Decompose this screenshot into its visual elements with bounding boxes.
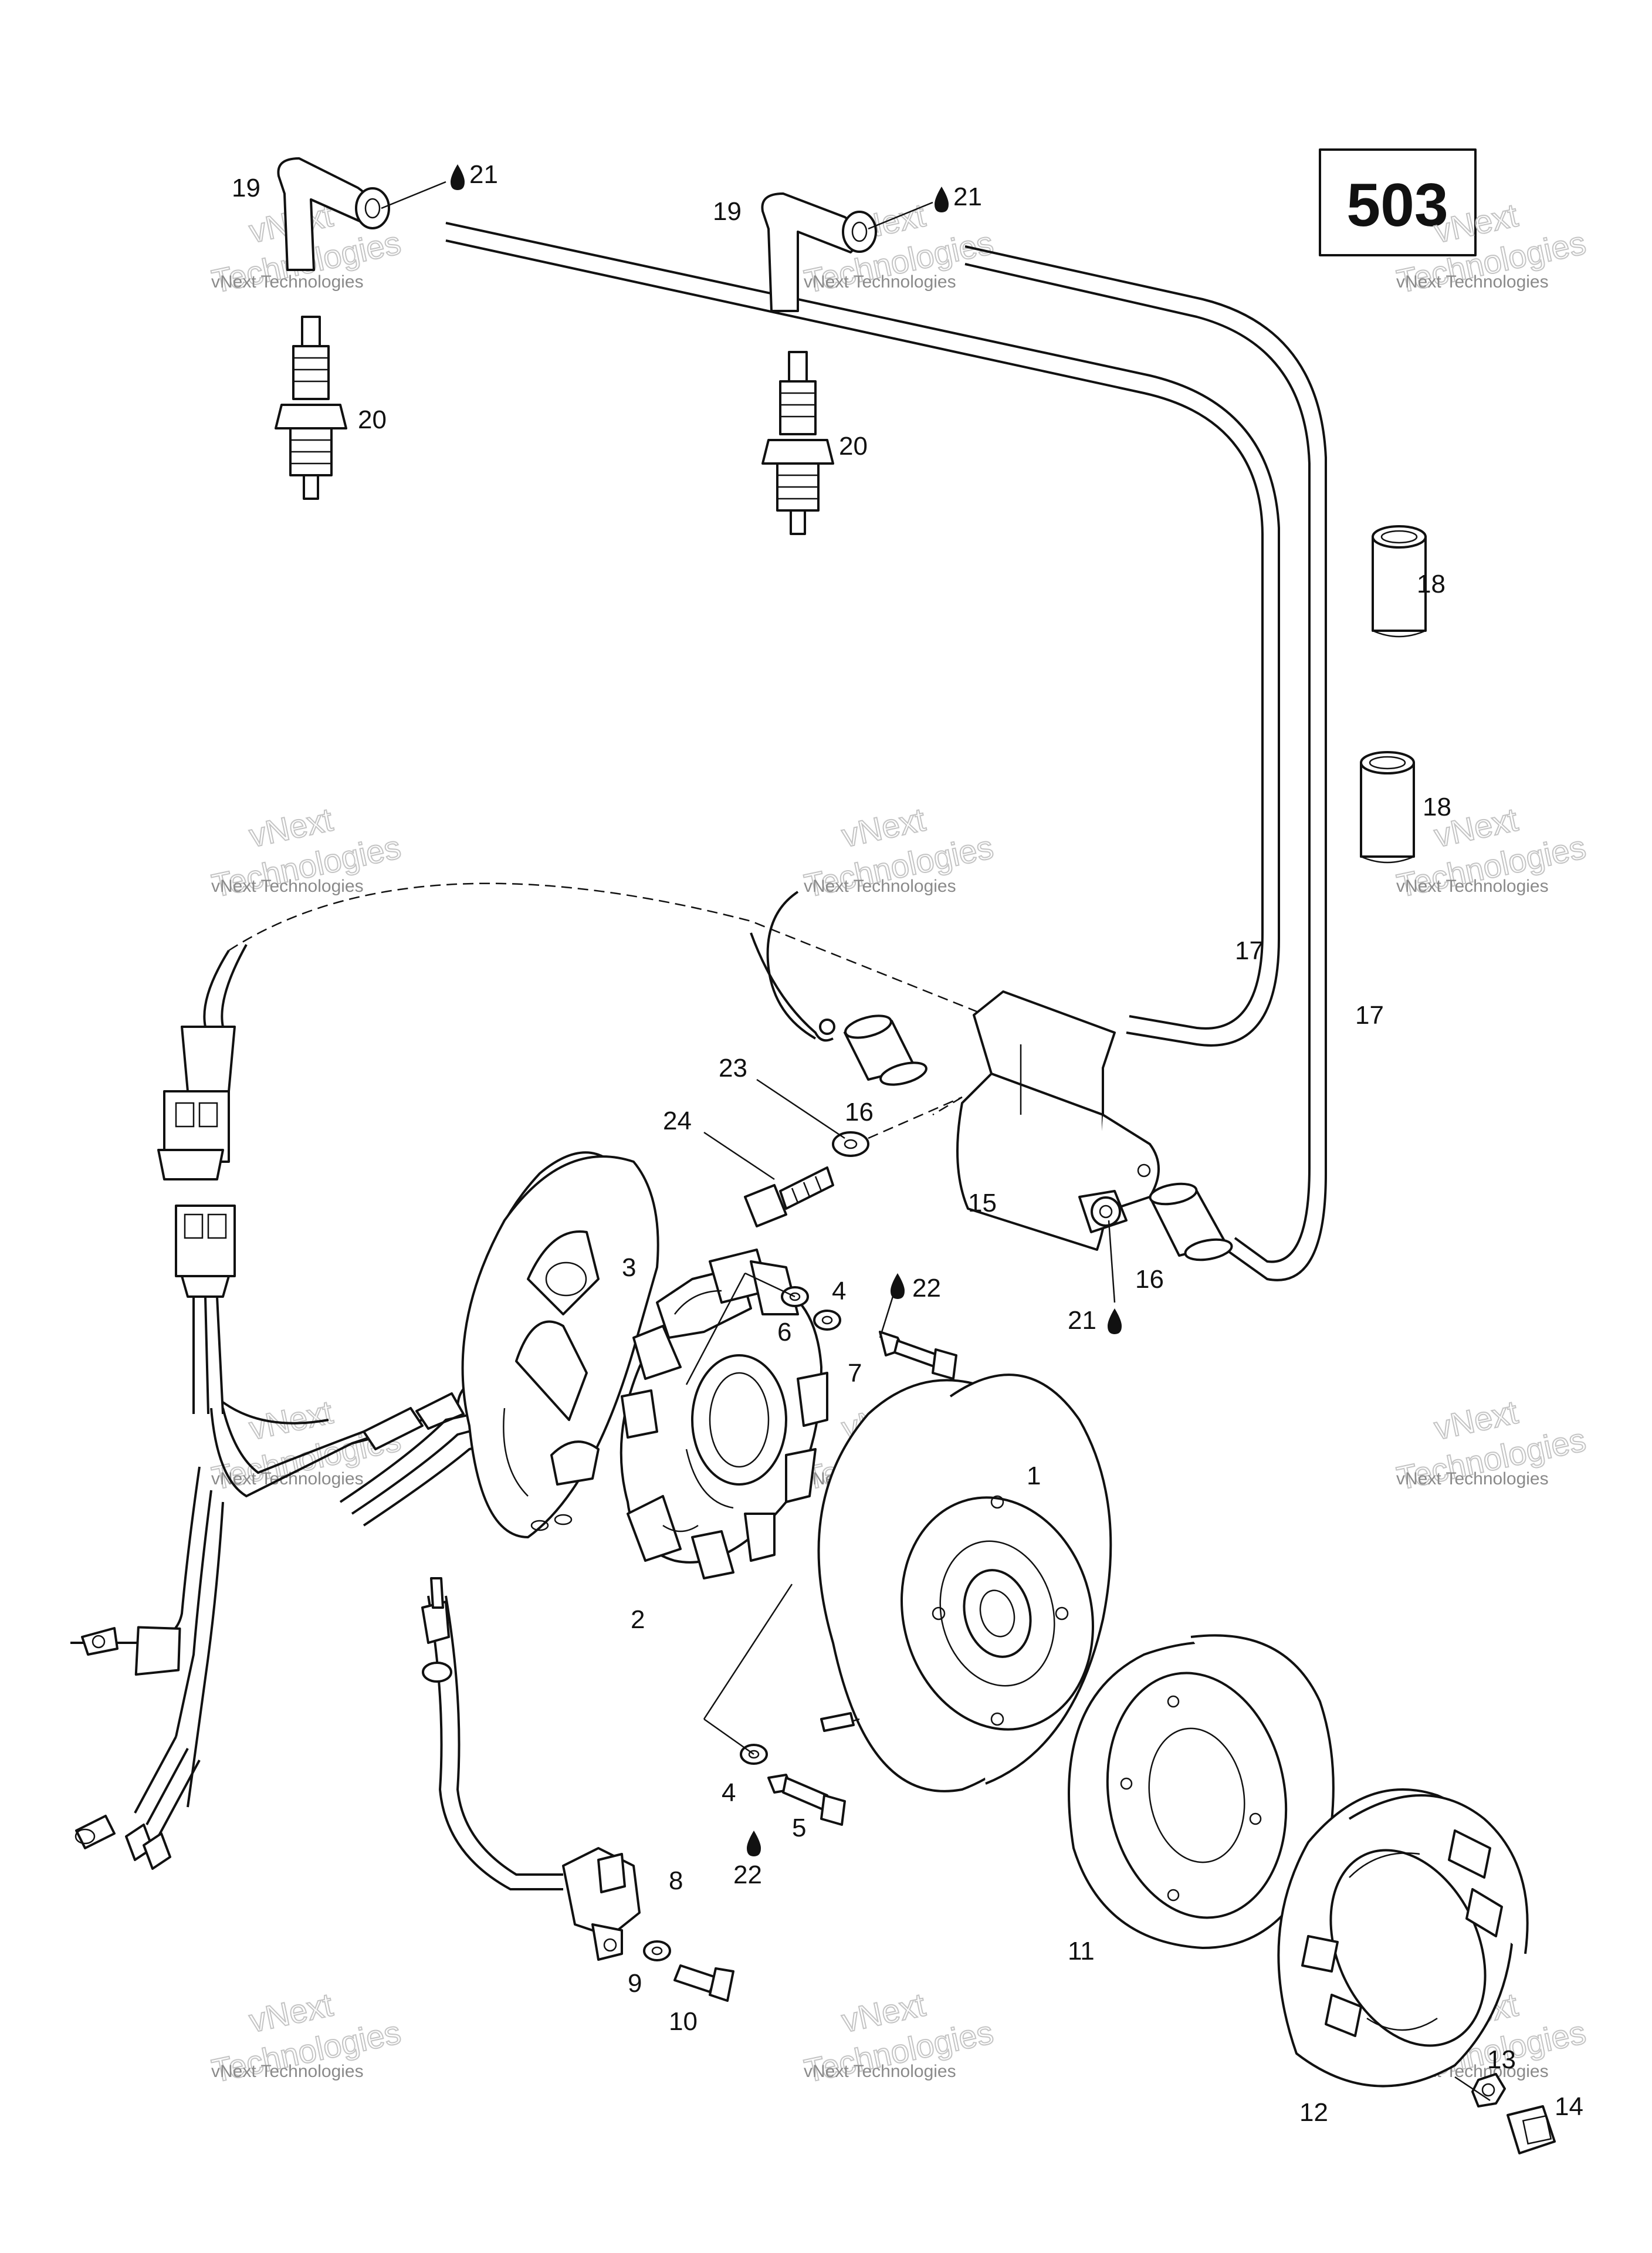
callout-17-outer: 17 <box>1355 1001 1384 1030</box>
callout-19-right: 19 <box>713 197 742 226</box>
callout-1: 1 <box>1027 1462 1041 1490</box>
callout-21-cap-right: 21 <box>953 182 982 211</box>
callout-21-coil: 21 <box>1068 1306 1096 1335</box>
spark-plug-right <box>761 351 834 535</box>
svg-text:vNext Technologies: vNext Technologies <box>211 2062 364 2081</box>
spark-plug-cap-right <box>761 192 877 312</box>
svg-text:vNext Technologies: vNext Technologies <box>211 877 364 896</box>
callout-20-right: 20 <box>839 432 868 461</box>
callout-21-cap-left: 21 <box>469 160 498 189</box>
screw-10 <box>673 1964 734 2002</box>
callout-16-lower: 16 <box>1135 1265 1164 1294</box>
callout-8: 8 <box>669 1866 683 1895</box>
callout-4-upper: 4 <box>832 1277 846 1305</box>
drop-icon <box>935 187 949 212</box>
suppressor-lower <box>1149 1182 1233 1261</box>
bolt-14 <box>1507 2105 1556 2154</box>
coil-primary-wire <box>228 882 986 1042</box>
callout-23: 23 <box>719 1054 747 1082</box>
high-tension-wire-17-inner <box>445 222 1280 1047</box>
callout-22-lower: 22 <box>733 1860 762 1889</box>
callout-13: 13 <box>1487 2045 1516 2074</box>
washer-23 <box>832 1096 963 1157</box>
washer-9 <box>643 1940 671 1961</box>
svg-text:vNext Technologies: vNext Technologies <box>1396 272 1549 292</box>
callout-3: 3 <box>622 1253 636 1282</box>
watermark: vNext Technologies vNext Technologies <box>801 1985 997 2090</box>
screw-7 <box>879 1331 957 1380</box>
svg-text:vNext Technologies: vNext Technologies <box>804 877 956 896</box>
plate-number: 503 <box>1346 171 1448 239</box>
callout-22-upper: 22 <box>912 1274 941 1303</box>
flywheel <box>817 1374 1112 1792</box>
screw-5 <box>767 1774 846 1826</box>
callout-20-left: 20 <box>358 405 387 434</box>
high-tension-wire-17-outer <box>964 245 1327 1281</box>
spark-plug-left <box>275 316 347 500</box>
svg-text:vNext Technologies: vNext Technologies <box>1396 877 1549 896</box>
callout-7: 7 <box>848 1359 862 1388</box>
callout-9: 9 <box>628 1969 642 1998</box>
watermark: vNext Technologies vNext Technologies <box>208 1985 405 2090</box>
assembly-leaders <box>685 1096 963 1755</box>
sleeve-upper <box>1372 525 1427 638</box>
callout-14: 14 <box>1555 2092 1583 2121</box>
callout-6: 6 <box>777 1318 791 1347</box>
trigger-coil <box>562 1847 641 1961</box>
svg-text:vNext Technologies: vNext Technologies <box>211 272 364 292</box>
callout-17-inner: 17 <box>1235 936 1264 965</box>
wiring-harness <box>70 944 482 1870</box>
callout-19-left: 19 <box>232 174 260 202</box>
callout-24: 24 <box>663 1107 692 1135</box>
callout-12: 12 <box>1299 2098 1328 2127</box>
svg-text:vNext Technologies: vNext Technologies <box>211 1469 364 1489</box>
drop-icon <box>1108 1308 1122 1334</box>
stator <box>620 1249 828 1579</box>
watermark: vNext Technologies vNext Technologies <box>1393 1393 1590 1498</box>
washer-4-upper <box>813 1310 841 1331</box>
sealant-drop-icons <box>451 164 1122 1856</box>
svg-text:vNext Technologies: vNext Technologies <box>804 272 956 292</box>
spark-plug-cap-left <box>277 157 390 271</box>
ignition-coil <box>956 990 1160 1251</box>
watermark: vNext Technologies vNext Technologies <box>801 800 997 905</box>
starter-ring <box>1277 1788 1529 2088</box>
starter-pulley <box>1068 1634 1335 1949</box>
callout-18-upper: 18 <box>1417 570 1446 598</box>
svg-text:vNext Technologies: vNext Technologies <box>1396 1469 1549 1489</box>
nut-13 <box>1471 2073 1506 2107</box>
trigger-coil-wire <box>421 1577 563 1890</box>
plate-number-box: 503 <box>1319 148 1477 256</box>
callout-2: 2 <box>631 1605 645 1634</box>
callout-11: 11 <box>1068 1937 1095 1966</box>
callout-5: 5 <box>792 1814 806 1842</box>
callout-16-upper: 16 <box>845 1098 874 1126</box>
suppressor-upper <box>819 1014 927 1086</box>
watermark: vNext Technologies vNext Technologies <box>208 800 405 905</box>
sleeve-lower <box>1360 751 1415 864</box>
callout-leaders <box>381 181 1491 2102</box>
svg-text:vNext Technologies: vNext Technologies <box>804 2062 956 2081</box>
callout-15: 15 <box>968 1189 997 1217</box>
callout-18-lower: 18 <box>1423 793 1451 821</box>
drop-icon <box>451 164 465 190</box>
callout-labels: 19 21 19 21 20 20 18 18 17 17 23 16 24 1… <box>232 160 1583 2127</box>
stator-plate <box>461 1151 659 1538</box>
callout-4-lower: 4 <box>722 1778 736 1807</box>
drop-icon <box>747 1831 761 1856</box>
callout-10: 10 <box>669 2007 698 2036</box>
screw-24 <box>744 1166 834 1227</box>
